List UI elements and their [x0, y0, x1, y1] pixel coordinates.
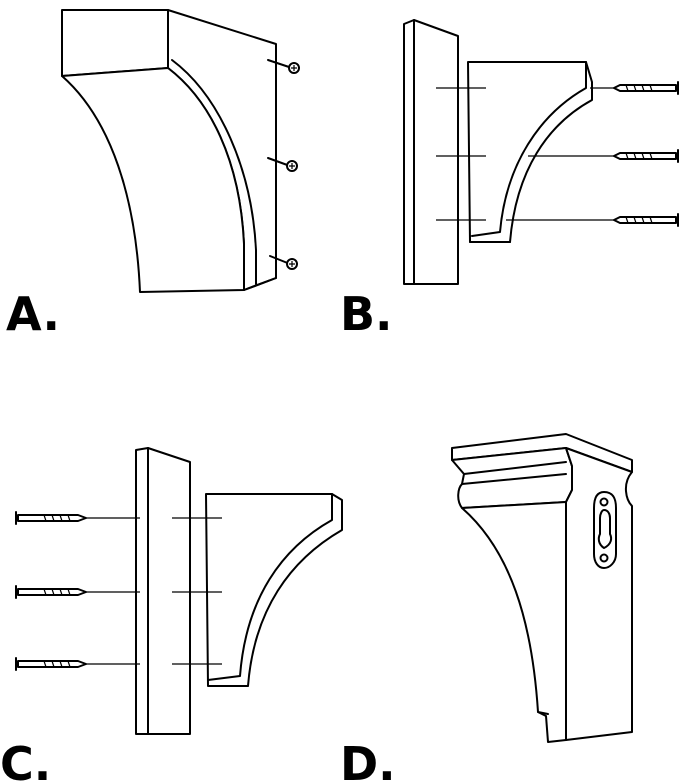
panel-c-screw: [15, 511, 87, 525]
panel-label-d: D.: [340, 737, 396, 783]
panel-a-illustration: [61, 9, 300, 293]
panel-b-screw: [613, 149, 679, 163]
panel-b-screw: [613, 213, 679, 227]
keyhole-hanger: [593, 491, 617, 569]
panel-b-screw: [613, 81, 679, 95]
panel-d-illustration: [451, 433, 633, 743]
panel-b-illustration: [403, 19, 679, 285]
panel-c-illustration: [15, 447, 343, 735]
panel-a-screw: [267, 59, 300, 74]
panel-label-b: B.: [340, 287, 393, 341]
panel-c-screw: [15, 657, 87, 671]
panel-label-c: C.: [0, 737, 51, 783]
panel-a-screw: [269, 255, 298, 270]
panel-c-screw: [15, 585, 87, 599]
panel-label-a: A.: [6, 287, 60, 341]
panel-a-screw: [267, 157, 298, 172]
